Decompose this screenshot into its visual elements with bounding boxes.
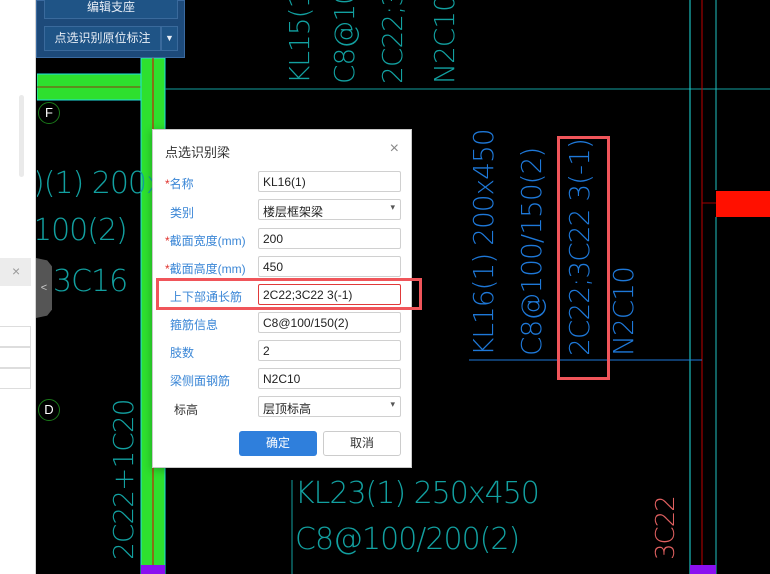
axis-marker-d: D <box>38 399 60 421</box>
cad-highlight-box <box>557 136 610 380</box>
collapse-panel-handle[interactable]: < <box>36 258 52 318</box>
cad-text-kl15-name: KL15(1) <box>283 0 316 84</box>
cad-text-left-2: 100(2) <box>37 213 128 248</box>
floating-toolbar: 编辑支座 点选识别原位标注 ▼ <box>36 0 185 58</box>
legs-input[interactable]: 2 <box>258 340 401 361</box>
pick-beam-dialog: 点选识别梁 × *名称 KL16(1) 类别 楼层框架梁 *截面宽度(mm) 2… <box>152 129 412 468</box>
field-label-category: 类别 <box>170 206 195 220</box>
field-label-continuous-rebar: 上下部通长筋 <box>170 290 243 304</box>
name-input[interactable]: KL16(1) <box>258 171 401 192</box>
panel-row[interactable] <box>0 347 31 368</box>
triangle-down-icon: ▼ <box>165 33 174 43</box>
axis-marker-f: F <box>38 102 60 124</box>
ok-button[interactable]: 确定 <box>239 431 317 456</box>
stirrup-input[interactable]: C8@100/150(2) <box>258 312 401 333</box>
field-label-elevation: 标高 <box>174 403 199 417</box>
cad-text-kl16-name: KL16(1) 200x450 <box>467 129 500 356</box>
field-highlight-box <box>156 278 422 310</box>
panel-tab-header <box>0 258 31 286</box>
category-select[interactable]: 楼层框架梁 <box>258 199 401 220</box>
cad-text-kl23-name: KL23(1) 250x450 <box>295 476 540 511</box>
panel-row[interactable] <box>0 326 31 347</box>
section-width-input[interactable]: 200 <box>258 228 401 249</box>
section-height-input[interactable]: 450 <box>258 256 401 277</box>
field-label-name: *名称 <box>165 177 194 191</box>
panel-scrollbar[interactable] <box>19 95 24 177</box>
cad-text-kl23-stirrup: C8@100/200(2) <box>295 522 520 557</box>
required-mark: * <box>165 177 170 191</box>
cad-text-kl15-rebar: 2C22;3C <box>376 0 409 84</box>
field-label-stirrup: 箍筋信息 <box>170 318 219 332</box>
field-label-width: *截面宽度(mm) <box>165 234 246 248</box>
cad-text-kl16-side: N2C10 <box>607 267 640 356</box>
pick-annotation-dropdown[interactable]: ▼ <box>161 26 178 51</box>
field-label-legs: 肢数 <box>170 346 195 360</box>
cancel-button[interactable]: 取消 <box>323 431 401 456</box>
cad-text-left-vertical: 2C22+1C20 <box>107 399 140 560</box>
field-label-height: *截面高度(mm) <box>165 262 246 276</box>
dialog-title: 点选识别梁 <box>165 145 231 160</box>
cad-text-kl16-stirrup: C8@100/150(2) <box>515 147 548 356</box>
side-rebar-input[interactable]: N2C10 <box>258 368 401 389</box>
pick-annotation-button[interactable]: 点选识别原位标注 <box>44 26 161 51</box>
close-icon[interactable]: × <box>12 263 21 279</box>
elevation-select[interactable]: 层顶标高 <box>258 396 401 417</box>
cad-text-kl15-stirrup: C8@100/ <box>328 0 361 84</box>
field-label-side-rebar: 梁侧面钢筋 <box>170 374 231 388</box>
cad-text-right-vertical: 3C22 <box>651 496 681 560</box>
cad-text-left-3: 3C16 <box>53 264 128 299</box>
edit-support-button[interactable]: 编辑支座 <box>44 0 178 19</box>
close-icon[interactable]: × <box>389 140 399 157</box>
continuous-rebar-input[interactable]: 2C22;3C22 3(-1) <box>258 284 401 305</box>
chevron-left-icon: < <box>40 282 48 294</box>
cad-text-kl15-side: N2C10 <box>428 0 461 84</box>
panel-row[interactable] <box>0 368 31 389</box>
left-property-panel: × <box>0 0 36 574</box>
